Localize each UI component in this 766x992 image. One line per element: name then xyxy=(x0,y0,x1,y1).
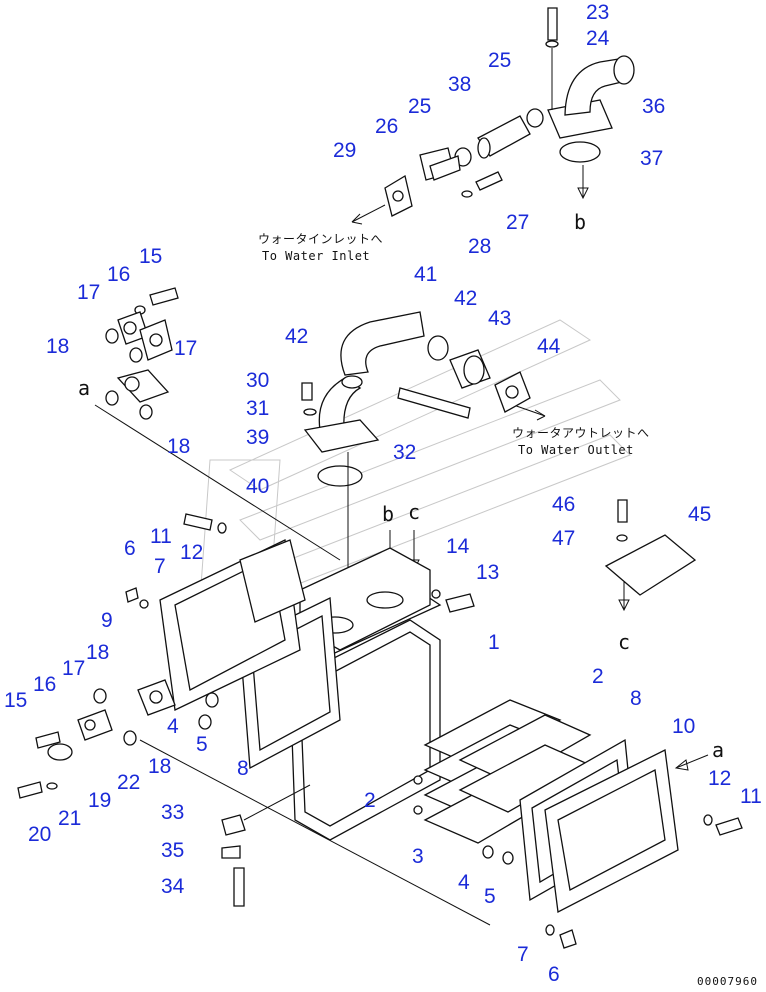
callout-18: 18 xyxy=(46,335,70,358)
callout-1: 1 xyxy=(488,631,500,654)
callout-15b: 15 xyxy=(4,689,28,712)
callout-41: 41 xyxy=(414,263,438,286)
callout-25b: 25 xyxy=(408,95,432,118)
water-inlet-note-jp: ウォータインレットへ xyxy=(258,232,384,246)
callout-8: 8 xyxy=(630,687,642,710)
callout-15: 15 xyxy=(139,245,163,268)
callout-26: 26 xyxy=(375,115,399,138)
callout-45: 45 xyxy=(688,503,712,526)
callout-36: 36 xyxy=(642,95,666,118)
callout-38: 38 xyxy=(448,73,472,96)
view-mark-a-right: a xyxy=(712,738,725,762)
callout-11b: 11 xyxy=(740,785,762,808)
callout-17b: 17 xyxy=(174,337,198,360)
callout-18d: 18 xyxy=(148,755,172,778)
callout-17c: 17 xyxy=(62,657,86,680)
right-cover-plates xyxy=(519,738,679,914)
fasteners xyxy=(125,513,743,949)
upper-inlet-pipe-group xyxy=(384,7,635,217)
callout-46: 46 xyxy=(552,493,576,516)
callout-29: 29 xyxy=(333,139,357,162)
callout-21: 21 xyxy=(58,807,82,830)
callout-43: 43 xyxy=(488,307,512,330)
callout-18c: 18 xyxy=(86,641,110,664)
view-mark-b-top: b xyxy=(574,210,587,234)
callout-4: 4 xyxy=(167,715,179,738)
callout-17: 17 xyxy=(77,281,101,304)
callout-31: 31 xyxy=(246,397,270,420)
watermark-logo xyxy=(199,319,631,601)
outlet-pipe-group xyxy=(301,311,531,620)
callout-19: 19 xyxy=(88,789,112,812)
callout-2: 2 xyxy=(592,665,604,688)
cover-plate-45 xyxy=(604,499,697,596)
callout-14: 14 xyxy=(446,535,470,558)
callout-33: 33 xyxy=(161,801,185,824)
callout-5: 5 xyxy=(196,733,208,756)
view-mark-b-mid: b xyxy=(382,502,395,526)
callout-6: 6 xyxy=(124,537,136,560)
callout-4b: 4 xyxy=(458,871,470,894)
callout-42: 42 xyxy=(454,287,478,310)
drain-parts xyxy=(221,784,311,907)
callout-16: 16 xyxy=(107,263,131,286)
water-outlet-note-en: To Water Outlet xyxy=(518,443,634,457)
callout-11: 11 xyxy=(150,525,172,548)
callout-39: 39 xyxy=(246,426,270,449)
callout-40: 40 xyxy=(246,475,270,498)
callout-2b: 2 xyxy=(364,789,376,812)
callout-28: 28 xyxy=(468,235,492,258)
destination-arrows xyxy=(351,165,709,771)
callout-10: 10 xyxy=(672,715,696,738)
callout-42b: 42 xyxy=(285,325,309,348)
callout-18b: 18 xyxy=(167,435,191,458)
callout-5b: 5 xyxy=(484,885,496,908)
callout-12: 12 xyxy=(180,541,204,564)
view-mark-c-mid: c xyxy=(408,500,421,524)
callout-34: 34 xyxy=(161,875,185,898)
callout-23: 23 xyxy=(586,1,610,24)
left-upper-fitting-group xyxy=(94,287,341,561)
callout-3: 3 xyxy=(412,845,424,868)
callout-44: 44 xyxy=(537,335,561,358)
callout-32: 32 xyxy=(393,441,417,464)
callout-16b: 16 xyxy=(33,673,57,696)
callout-7b: 7 xyxy=(517,943,529,966)
callout-24: 24 xyxy=(586,27,610,50)
callout-47: 47 xyxy=(552,527,576,550)
water-outlet-note-jp: ウォータアウトレットへ xyxy=(512,426,650,440)
callout-12b: 12 xyxy=(708,767,732,790)
callout-25: 25 xyxy=(488,49,512,72)
callout-27: 27 xyxy=(506,211,530,234)
oil-cooler-cores xyxy=(413,699,592,844)
water-inlet-note-en: To Water Inlet xyxy=(262,249,371,263)
callout-13: 13 xyxy=(476,561,500,584)
callout-20: 20 xyxy=(28,823,52,846)
callout-8b: 8 xyxy=(237,757,249,780)
view-mark-c-right: c xyxy=(618,630,631,654)
document-number: 00007960 xyxy=(697,975,758,988)
callout-22: 22 xyxy=(117,771,141,794)
callout-30: 30 xyxy=(246,369,270,392)
callout-37: 37 xyxy=(640,147,664,170)
lower-left-fitting-group xyxy=(17,679,491,926)
view-mark-a-left: a xyxy=(78,376,91,400)
callout-6b: 6 xyxy=(548,963,560,986)
callout-7: 7 xyxy=(154,555,166,578)
callout-35: 35 xyxy=(161,839,185,862)
callout-9: 9 xyxy=(101,609,113,632)
left-cover-plates xyxy=(159,539,341,770)
